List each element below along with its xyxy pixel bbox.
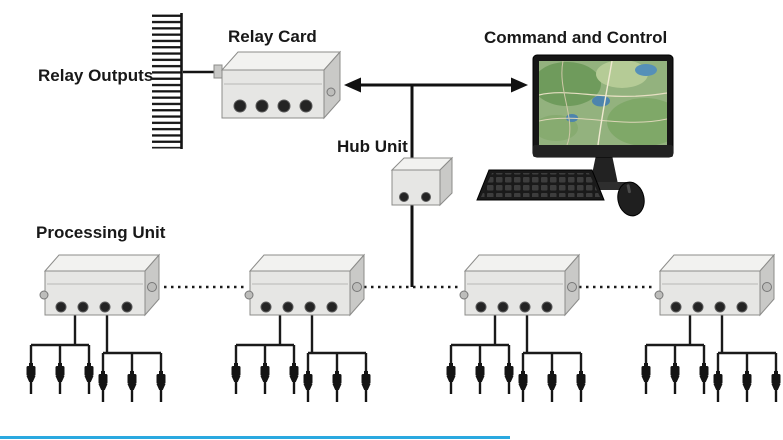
relay-outputs-comb [152, 13, 222, 149]
mouse [617, 181, 645, 217]
relay-outputs-label: Relay Outputs [38, 66, 153, 85]
hub-unit-device [390, 156, 454, 207]
relay-card-device [213, 50, 342, 120]
bottom-border-line [0, 436, 510, 439]
processing-unit-cluster-2 [232, 255, 371, 402]
monitor-stand-neck [590, 155, 618, 184]
mouse-scroll-wheel [626, 184, 631, 194]
relay-card-label: Relay Card [228, 27, 317, 46]
hub-unit-label: Hub Unit [337, 137, 408, 156]
arrowhead-left-icon [344, 77, 361, 93]
relay-card-side-connector [326, 87, 336, 97]
relay-card-connector [299, 99, 313, 113]
processing-unit-label: Processing Unit [36, 223, 166, 242]
monitor-bottom-bezel [533, 145, 673, 157]
command-and-control-computer [476, 54, 674, 217]
arrowhead-right-icon [511, 77, 528, 93]
map-graphics [539, 61, 667, 145]
relay-input-connector [213, 64, 223, 79]
relay-card-connector [233, 99, 247, 113]
processing-unit-cluster-4 [642, 255, 781, 402]
hub-front-face [391, 169, 441, 206]
relay-card-connector [255, 99, 269, 113]
relay-card-top-face [220, 51, 342, 71]
keyboard-keys [481, 173, 600, 197]
command-and-control-label: Command and Control [484, 28, 667, 47]
relay-output-lines [152, 13, 182, 149]
relay-card-connector [277, 99, 291, 113]
hub-connector [399, 192, 409, 202]
processing-unit-cluster-1 [27, 255, 166, 402]
processing-unit-cluster-3 [447, 255, 586, 402]
hub-connector [421, 192, 431, 202]
